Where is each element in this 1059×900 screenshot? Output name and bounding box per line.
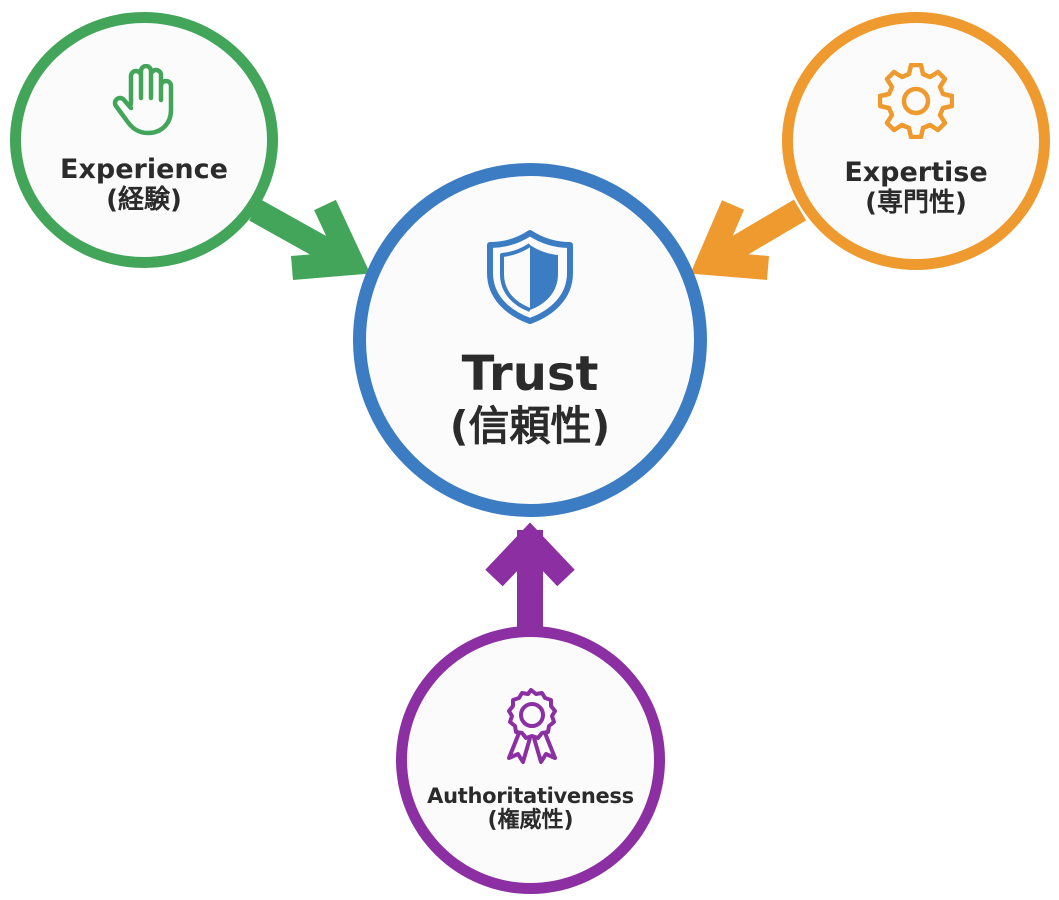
node-title: Authoritativeness xyxy=(427,783,634,808)
node-expertise: Expertise (専門性) xyxy=(782,12,1050,270)
node-authoritativeness: Authoritativeness (権威性) xyxy=(396,626,665,894)
arrow-authority-to-trust xyxy=(485,522,575,640)
node-subtitle: (専門性) xyxy=(865,187,967,218)
node-title: Trust xyxy=(461,345,599,402)
node-subtitle: (信頼性) xyxy=(449,402,611,450)
gear-icon xyxy=(877,62,955,143)
node-title: Expertise xyxy=(844,156,988,188)
shield-icon xyxy=(484,229,576,329)
node-experience: Experience (経験) xyxy=(10,12,278,268)
arrow-experience-to-trust xyxy=(249,199,371,280)
node-subtitle: (権威性) xyxy=(487,807,574,833)
node-title: Experience xyxy=(60,153,228,185)
award-ribbon-icon xyxy=(499,686,563,770)
node-subtitle: (経験) xyxy=(106,184,182,215)
node-trust: Trust (信頼性) xyxy=(353,163,707,517)
arrow-expertise-to-trust xyxy=(690,199,807,280)
hand-icon xyxy=(111,63,177,140)
